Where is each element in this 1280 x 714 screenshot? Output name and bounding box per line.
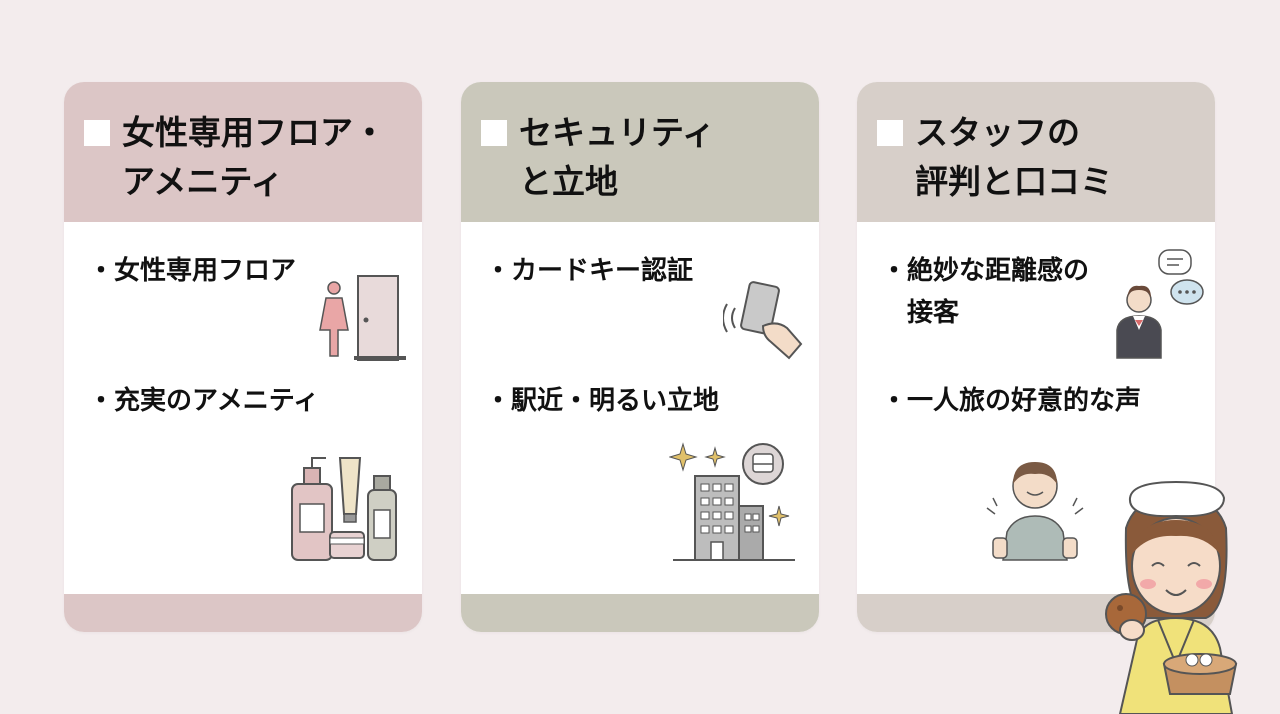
bullet-item: ・駅近・明るい立地: [485, 386, 720, 416]
station-building-icon: [669, 442, 795, 561]
card-title: セキュリティ と立地: [519, 113, 716, 201]
card-key-icon: [723, 281, 803, 360]
card-footer: [461, 594, 819, 632]
thumbs-up-traveler-icon: [986, 462, 1084, 561]
card-security-location: セキュリティ と立地 ・カードキー認証 ・駅近・明るい立地: [461, 82, 819, 632]
bullet-item: ・女性専用フロア: [88, 256, 297, 286]
bullet-item: ・充実のアメニティ: [88, 386, 320, 416]
bullet-item: ・カードキー認証: [485, 256, 694, 286]
bullet-item: ・絶妙な距離感の 接客: [881, 256, 1090, 328]
card-header: セキュリティ と立地: [461, 82, 819, 222]
card-staff-reviews: スタッフの 評判と口コミ ・絶妙な距離感の 接客 ・一人旅の好意的な声: [857, 82, 1215, 632]
square-marker: [877, 120, 903, 146]
card-title: スタッフの 評判と口コミ: [915, 113, 1113, 201]
square-marker: [84, 120, 110, 146]
staff-chat-icon: [1116, 249, 1204, 359]
card-footer: [64, 594, 422, 632]
yukata-woman-mascot-icon: [1105, 480, 1238, 714]
card-header: スタッフの 評判と口コミ: [857, 82, 1215, 222]
bullet-item: ・一人旅の好意的な声: [881, 386, 1142, 416]
card-women-floor: 女性専用フロア・ アメニティ ・女性専用フロア ・充実のアメニティ: [64, 82, 422, 632]
amenity-bottles-icon: [291, 457, 397, 561]
card-title: 女性専用フロア・ アメニティ: [122, 113, 386, 201]
woman-door-icon: [319, 275, 406, 361]
card-header: 女性専用フロア・ アメニティ: [64, 82, 422, 222]
square-marker: [481, 120, 507, 146]
